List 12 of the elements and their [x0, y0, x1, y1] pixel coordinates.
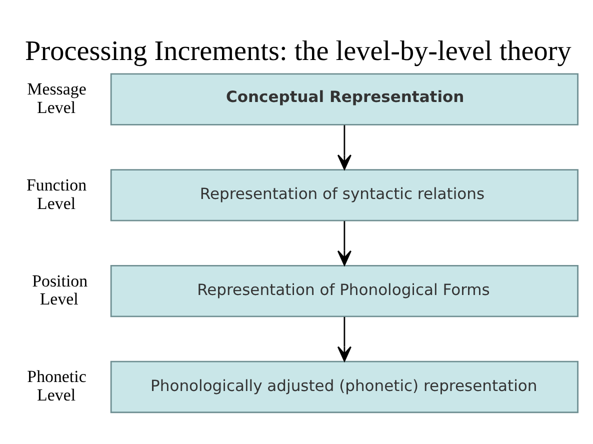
arrow: [337, 125, 352, 170]
diagram-title: Processing Increments: the level-by-level theory: [25, 36, 572, 67]
node-label: Phonetic Level: [27, 367, 86, 405]
node-label: Function Level: [26, 175, 87, 213]
node-box: Representation of Phonological Forms: [110, 265, 579, 318]
node-label: Message Level: [27, 80, 86, 117]
arrow: [337, 221, 352, 266]
node-label: Position Level: [32, 271, 88, 309]
node-box: Conceptual Representation: [110, 73, 579, 126]
node-box: Phonologically adjusted (phonetic) representation: [110, 360, 579, 414]
node-box: Representation of syntactic relations: [110, 169, 579, 222]
arrow: [337, 316, 352, 362]
